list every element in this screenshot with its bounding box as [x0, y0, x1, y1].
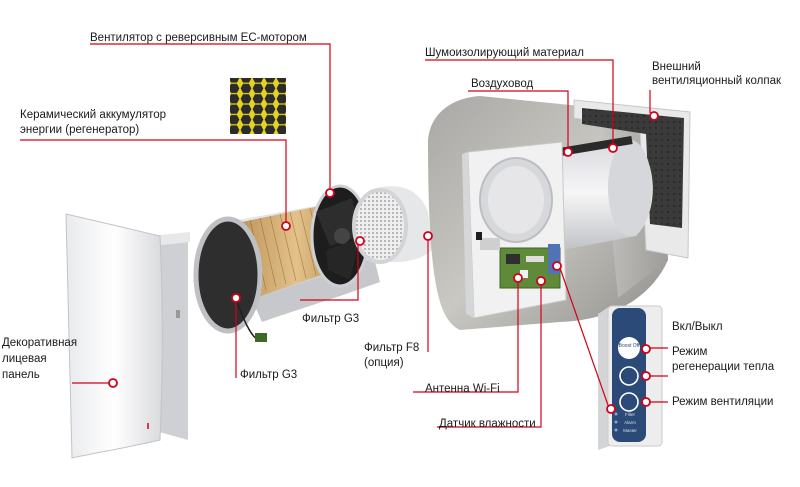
heat-mode-button[interactable] [619, 366, 639, 386]
callout-insulation [425, 59, 614, 144]
callout-lines [20, 43, 668, 428]
label-filter-f8-line1: Фильтр F8 [364, 342, 420, 354]
marker-vent-panel [606, 404, 616, 414]
label-panel-line2: лицевая [2, 353, 47, 365]
inner-casing [462, 141, 567, 319]
marker-g3-left [231, 293, 241, 303]
marker-ceramic [281, 221, 291, 231]
row-filter: Filter [625, 412, 636, 417]
external-ventilation-hood [573, 99, 691, 259]
control-panel: Boost Off Filter Alarm Master [598, 305, 663, 450]
label-heat-mode-line1: Режим [672, 346, 708, 358]
power-button[interactable] [618, 337, 640, 359]
marker-vent [641, 397, 651, 407]
label-hood-line2: вентиляционный колпак [652, 75, 782, 87]
marker-sensor [552, 261, 562, 271]
label-fan: Вентилятор с реверсивным ЕС-мотором [90, 32, 307, 44]
marker-panel [108, 378, 118, 388]
marker-wifi [513, 273, 523, 283]
row-alarm: Alarm [624, 420, 636, 425]
fan-with-ec-motor [310, 184, 370, 288]
label-ceramic-line1: Керамический аккумулятор [20, 109, 167, 121]
ceramic-honeycomb-inset [230, 78, 286, 134]
electronics-board [476, 232, 561, 289]
callout-humidity [437, 284, 542, 428]
callout-g3-right [300, 244, 359, 301]
label-vent-mode: Режим вентиляции [672, 396, 774, 408]
label-wifi: Антенна Wi-Fi [425, 383, 500, 395]
label-heat-mode-line2: регенерации тепла [672, 361, 775, 373]
label-panel-line1: Декоративная [2, 337, 78, 349]
label-filter-f8-line2: (опция) [364, 357, 404, 369]
marker-f8 [423, 231, 433, 241]
label-filter-g3-right: Фильтр G3 [302, 313, 360, 325]
callout-markers [108, 111, 659, 414]
filter-f8 [352, 186, 432, 264]
label-insulation: Шумоизолирующий материал [425, 47, 584, 59]
decorative-front-panel [65, 213, 190, 459]
vent-mode-button[interactable] [619, 392, 639, 412]
marker-duct [563, 147, 573, 157]
marker-power [641, 344, 651, 354]
power-button-text: Boost Off [619, 343, 640, 349]
callout-fan [90, 43, 331, 188]
marker-fan [325, 188, 335, 198]
callout-vent-mode-line [559, 267, 610, 409]
callout-wifi [413, 281, 519, 393]
row-master: Master [623, 428, 637, 433]
label-power: Вкл/Выкл [672, 321, 723, 333]
label-ceramic-line2: энергии (регенератор) [20, 124, 140, 136]
marker-insulation [608, 143, 618, 153]
callout-ceramic [20, 139, 287, 222]
label-duct: Воздуховод [471, 78, 534, 90]
marker-heat [641, 371, 651, 381]
marker-humidity [536, 276, 546, 286]
callout-duct [468, 90, 569, 148]
marker-g3-right [355, 236, 365, 246]
label-panel-line3: панель [2, 369, 40, 381]
marker-hood [649, 111, 659, 121]
label-hood-line1: Внешний [652, 61, 701, 73]
label-filter-g3-left: Фильтр G3 [240, 369, 298, 381]
label-humidity: Датчик влажности [439, 418, 536, 430]
